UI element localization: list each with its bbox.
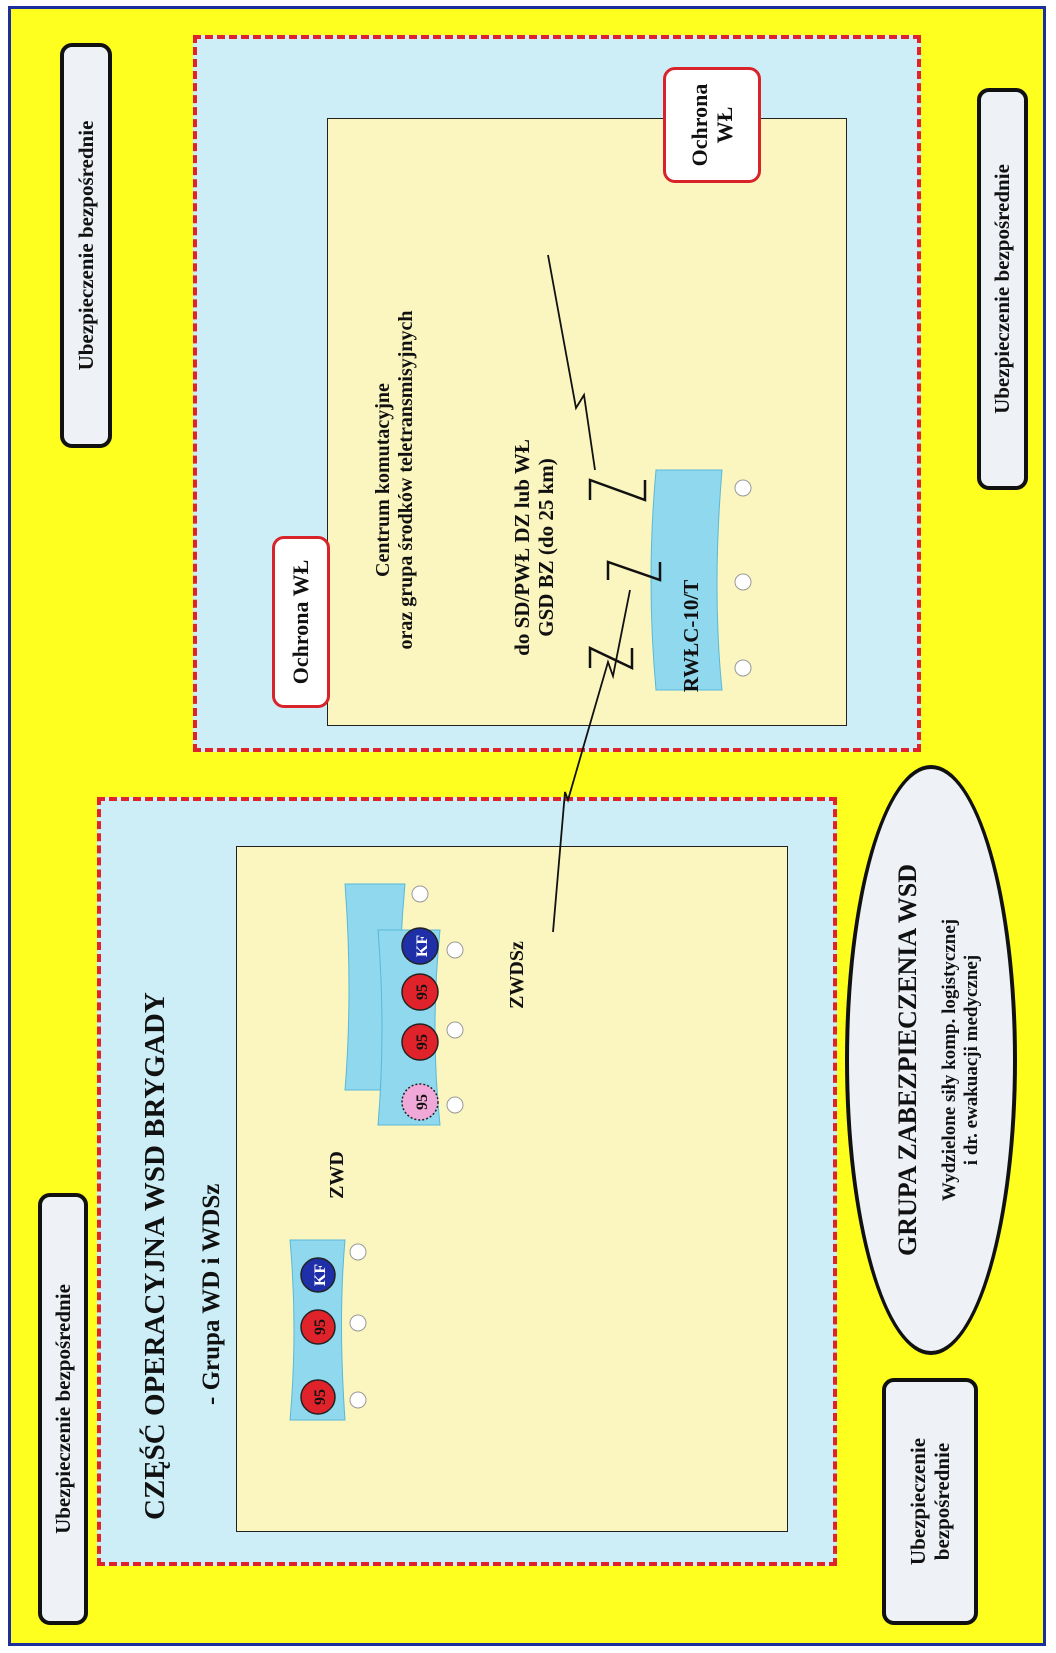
zwdsz-vehicle-95-pink — [401, 1083, 439, 1121]
zwd-vehicle-95-1 — [300, 1379, 336, 1415]
command-inner-box — [327, 118, 847, 726]
zwd-vehicle-95-2 — [300, 1309, 336, 1345]
zwd-wheel-3 — [349, 1243, 367, 1261]
zwdsz-wheel-3 — [446, 941, 464, 959]
antenna-2 — [606, 560, 662, 582]
rwlc-wheel-1 — [734, 659, 752, 677]
rwlc-wheel-2 — [734, 573, 752, 591]
zwd-kf-icon — [300, 1257, 336, 1293]
zwdsz-wheel-4 — [411, 885, 429, 903]
zwd-vehicle-95-2-text: 95 — [312, 1319, 329, 1335]
zwdsz-wheel-2 — [446, 1021, 464, 1039]
zwd-wheel-2 — [349, 1314, 367, 1332]
rwlc-unit-label: RWŁC-10/T — [679, 580, 703, 692]
zwdsz-vehicle-95-2-text: 95 — [414, 984, 431, 1000]
zwd-vehicle-95-1-text: 95 — [312, 1389, 329, 1405]
zwd-wheel-1 — [349, 1391, 367, 1409]
antenna-3 — [588, 478, 647, 502]
support-group-ellipse — [845, 765, 1017, 1355]
zwdsz-vehicle-95-1 — [401, 1023, 439, 1061]
zwdsz-vehicle-95-2 — [401, 973, 439, 1011]
radio-link-line-upper — [547, 254, 596, 471]
rwlc-wheel-3 — [734, 479, 752, 497]
zwdsz-vehicle-95-pink-text: 95 — [414, 1094, 431, 1110]
zwdsz-kf-icon — [401, 927, 439, 965]
zwdsz-kf-text: KF — [414, 935, 431, 957]
zwdsz-wheel-1 — [446, 1096, 464, 1114]
radio-link-line — [552, 589, 631, 933]
rwlc-unit-shape — [650, 469, 723, 691]
zwd-kf-text: KF — [312, 1264, 329, 1286]
antenna-1 — [588, 646, 634, 670]
zwdsz-vehicle-95-1-text: 95 — [414, 1034, 431, 1050]
